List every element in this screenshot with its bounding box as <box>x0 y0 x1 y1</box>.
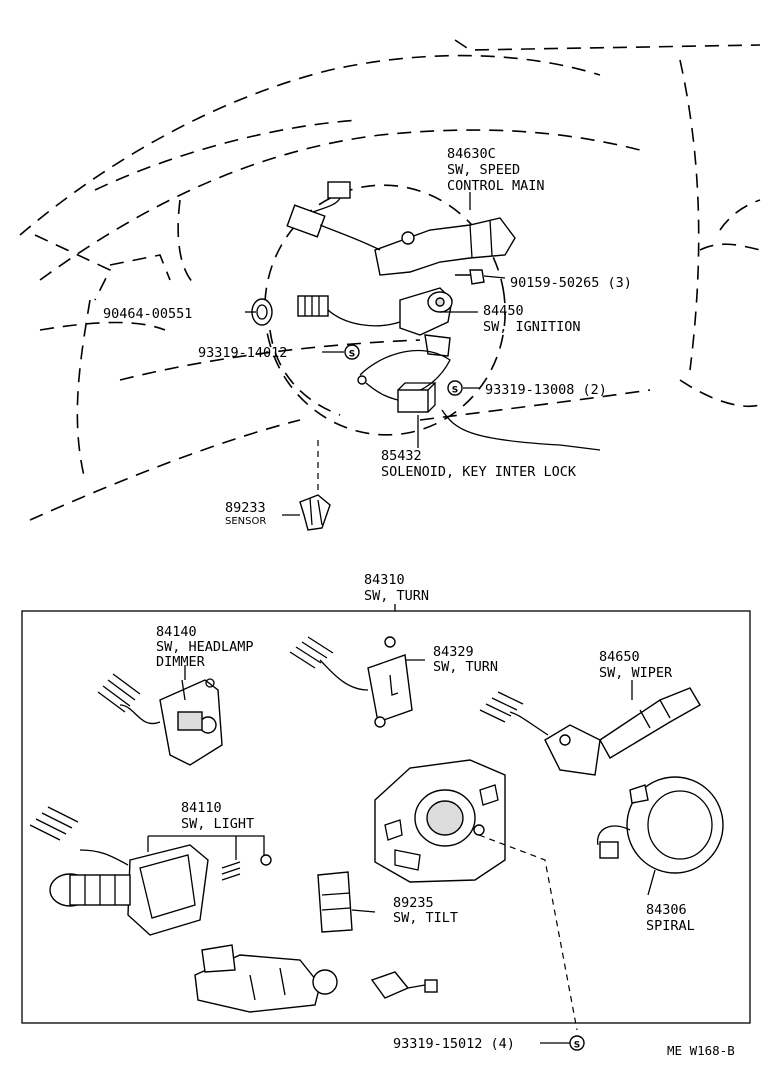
sensor <box>299 494 331 531</box>
solenoid-label: SOLENOID, KEY INTER LOCK <box>381 464 577 480</box>
sensor-part-no: 89233 <box>225 500 266 516</box>
screw-15012-label: 93319-15012 (4) <box>393 1036 515 1052</box>
screw-13008-label: 93319-13008 (2) <box>485 382 607 398</box>
sw-headlamp-part-no: 84140 <box>156 624 197 640</box>
sw-tilt-part-no: 89235 <box>393 895 434 911</box>
sw-turn-part-no: 84329 <box>433 644 474 660</box>
sw-headlamp-label-1: SW, HEADLAMP <box>156 639 254 655</box>
headlamp-dimmer-switch <box>97 673 223 766</box>
sw-wiper-label: SW, WIPER <box>599 665 673 681</box>
sw-turn-assy-label: SW, TURN <box>364 588 429 604</box>
sensor-label: SENSOR <box>225 516 266 527</box>
sw-speed-control-label-1: SW, SPEED <box>447 162 520 178</box>
wiper-switch <box>479 687 701 776</box>
combination-switch-body <box>374 759 506 883</box>
s-mark-13008: S <box>447 380 463 396</box>
tilt-switch <box>317 871 376 933</box>
clip-90464 <box>251 298 273 326</box>
sw-light-part-no: 84110 <box>181 800 222 816</box>
solenoid-part-no: 85432 <box>381 448 422 464</box>
lower-leaders <box>184 659 656 1044</box>
s-mark-label: S <box>349 350 355 360</box>
sw-wiper-part-no: 84650 <box>599 649 640 665</box>
upper-leaders <box>245 192 601 516</box>
speed-control-switch <box>286 181 516 276</box>
ignition-switch <box>297 287 453 357</box>
sw-turn-assy-part-no: 84310 <box>364 572 405 588</box>
sw-speed-control-part-no: 84630C <box>447 146 496 162</box>
sw-speed-control-label-2: CONTROL MAIN <box>447 178 545 194</box>
lower-switch-pieces <box>194 944 438 1013</box>
turn-switch-84329 <box>289 636 413 728</box>
s-mark-label: S <box>452 386 458 396</box>
bolt-90159-label: 90159-50265 (3) <box>510 275 632 291</box>
footer-code: ME W168-B <box>667 1043 735 1058</box>
screw-14012-label: 93319-14012 <box>198 345 287 361</box>
sw-turn-assy-box <box>21 610 751 1024</box>
spiral-cable <box>597 776 724 874</box>
clip-90464-label: 90464-00551 <box>103 306 192 322</box>
sw-ignition-part-no: 84450 <box>483 303 524 319</box>
sw-light-label: SW, LIGHT <box>181 816 254 832</box>
s-mark-15012: S <box>569 1035 585 1051</box>
bolt-90159 <box>455 269 506 285</box>
light-switch <box>29 806 272 936</box>
sw-turn-label: SW, TURN <box>433 659 498 675</box>
spiral-label: SPIRAL <box>646 918 695 934</box>
s-mark-14012: S <box>344 344 360 360</box>
sw-tilt-label: SW, TILT <box>393 910 458 926</box>
sw-headlamp-label-2: DIMMER <box>156 654 206 670</box>
solenoid <box>357 349 451 413</box>
column-shroud <box>264 184 506 436</box>
s-mark-label: S <box>574 1041 580 1051</box>
sw-ignition-label: SW, IGNITION <box>483 319 581 335</box>
spiral-part-no: 84306 <box>646 902 687 918</box>
